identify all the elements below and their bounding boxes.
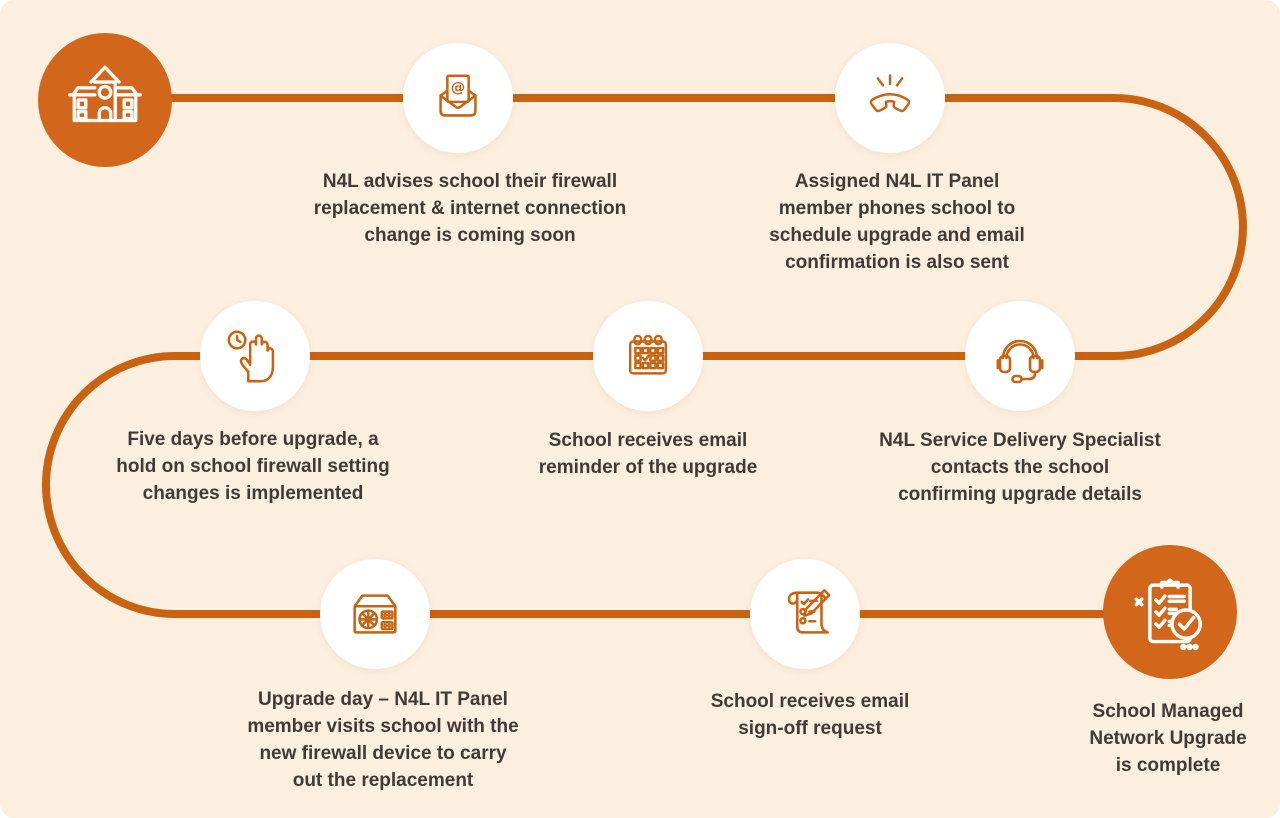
node-advice-email: @ bbox=[403, 43, 513, 153]
step-caption-complete: School Managed Network Upgrade is comple… bbox=[1089, 701, 1247, 776]
svg-text:@: @ bbox=[451, 80, 466, 96]
hand-clock-icon bbox=[227, 330, 275, 383]
node-sign-off bbox=[750, 559, 860, 669]
node-upgrade-day bbox=[320, 559, 430, 669]
step-caption-specialist-contact: N4L Service Delivery Specialist contacts… bbox=[879, 430, 1161, 505]
headset-icon bbox=[996, 339, 1044, 384]
email-at-icon: @ bbox=[439, 74, 477, 117]
step-caption-change-hold: Five days before upgrade, a hold on scho… bbox=[116, 429, 390, 504]
clipboard-check-icon bbox=[1134, 578, 1202, 651]
node-phone-call bbox=[835, 43, 945, 153]
node-change-hold bbox=[200, 301, 310, 411]
ringing-phone-icon bbox=[869, 74, 911, 113]
calendar-check-icon bbox=[628, 334, 668, 375]
step-caption-advice-email: N4L advises school their firewall replac… bbox=[313, 171, 627, 246]
node-email-reminder bbox=[593, 301, 703, 411]
step-caption-email-reminder: School receives email reminder of the up… bbox=[538, 430, 758, 478]
firewall-device-icon bbox=[353, 594, 397, 634]
step-caption-upgrade-day: Upgrade day – N4L IT Panel member visits… bbox=[247, 689, 519, 791]
step-caption-phone-call: Assigned N4L IT Panel member phones scho… bbox=[769, 171, 1025, 273]
node-specialist-contact bbox=[965, 301, 1075, 411]
school-icon bbox=[68, 65, 142, 123]
signoff-checklist-pen-icon bbox=[787, 589, 831, 634]
step-caption-sign-off: School receives email sign-off request bbox=[710, 691, 910, 739]
node-school-start bbox=[38, 33, 172, 167]
node-complete bbox=[1103, 545, 1237, 679]
